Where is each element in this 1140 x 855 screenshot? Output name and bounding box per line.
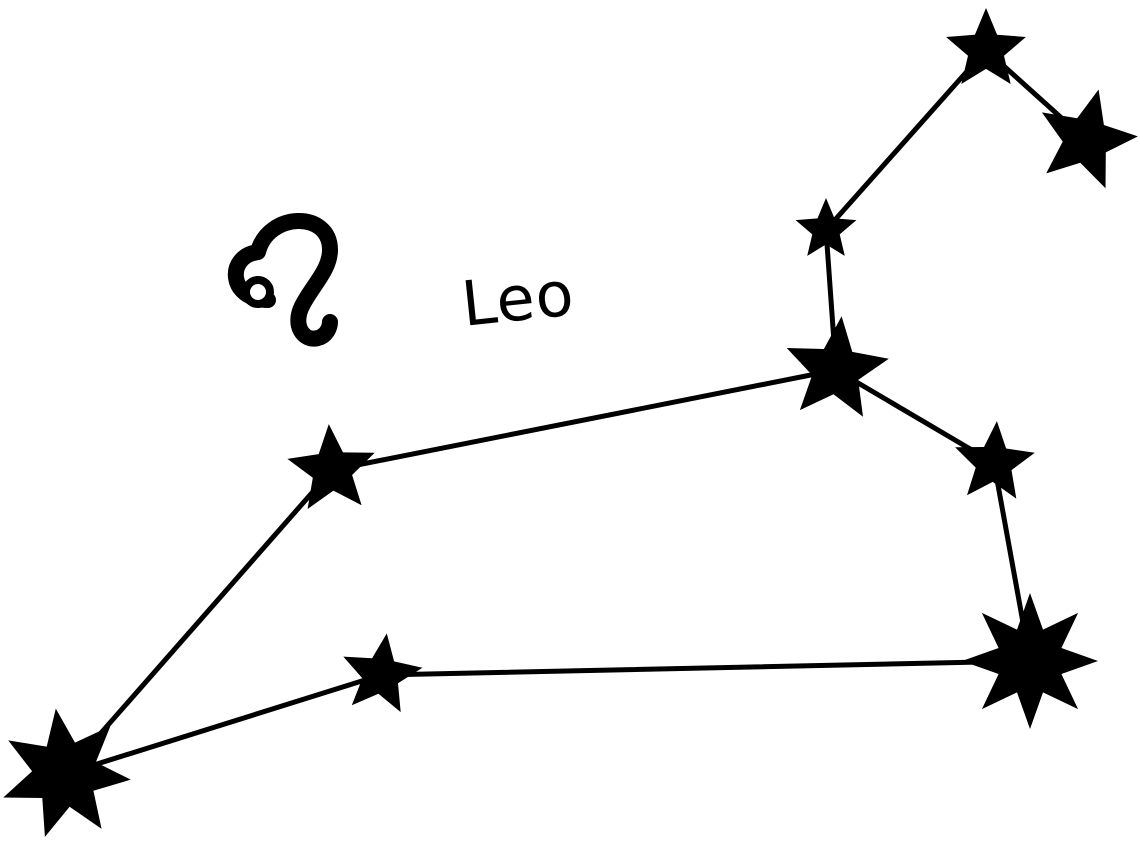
constellation-name: Leo	[458, 256, 578, 341]
constellation-lines	[62, 47, 1089, 777]
star-regulus-icon	[962, 593, 1098, 729]
connection-line	[62, 467, 335, 777]
star-tail-icon	[3, 708, 131, 837]
constellation-stars	[3, 8, 1138, 837]
star-hind-lower-icon	[343, 633, 423, 713]
star-back-icon	[786, 316, 889, 417]
star-head-tip-icon	[1041, 89, 1138, 189]
star-head-top-icon	[946, 8, 1026, 84]
connection-line	[329, 367, 839, 473]
star-chest-icon	[955, 421, 1035, 499]
connection-line	[62, 672, 384, 777]
connection-line	[378, 658, 1033, 678]
leo-symbol-icon	[227, 213, 338, 347]
star-neck-icon	[795, 198, 857, 256]
star-hind-upper-icon	[287, 424, 375, 509]
connection-line	[823, 47, 989, 233]
